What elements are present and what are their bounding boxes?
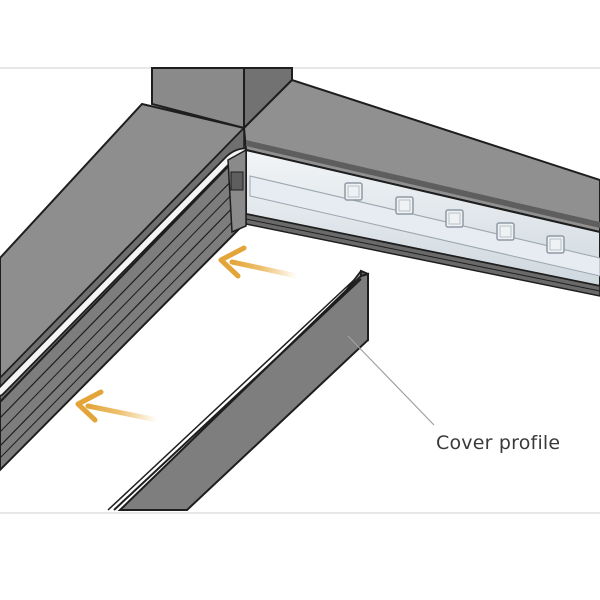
led-chip-icon [344,182,363,201]
cover-profile-label: Cover profile [436,432,561,454]
led-chip-icon [546,235,565,254]
cover-profile [107,269,370,512]
led-chips [344,182,565,254]
led-chip-icon [445,209,464,228]
corner-joint [227,148,247,234]
callout-leader-line [347,335,435,426]
insertion-arrow-icon [75,389,160,423]
right-profile-rail [242,78,600,297]
led-chip-icon [496,222,515,241]
led-chip-icon [395,196,414,215]
insertion-arrow-icon [218,245,300,279]
